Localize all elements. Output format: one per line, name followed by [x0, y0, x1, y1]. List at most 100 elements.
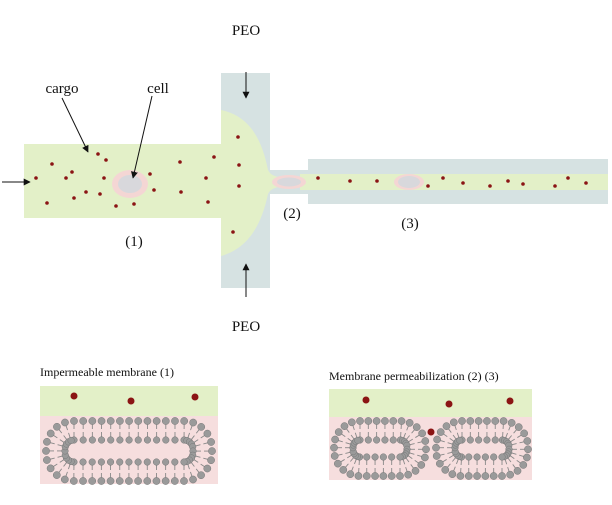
impermeable-membrane-panel: Impermeable membrane (1): [40, 365, 218, 485]
lipid-head: [197, 423, 206, 431]
lipid-head: [180, 417, 189, 425]
lipid-head: [106, 417, 115, 425]
lipid-head: [67, 436, 75, 445]
peo-top-label: PEO: [232, 23, 261, 39]
lipid-head: [523, 437, 532, 445]
region-3-label: (3): [401, 216, 419, 232]
lipid-head: [107, 458, 115, 466]
left-panel-title: Impermeable membrane (1): [40, 365, 174, 379]
lipid-head: [171, 436, 179, 444]
lipid-head: [507, 419, 516, 427]
lipid-head: [208, 447, 216, 455]
lipid-head: [180, 458, 188, 466]
lipid-head: [334, 459, 342, 468]
lipid-head: [116, 417, 124, 425]
lipid-head: [69, 477, 78, 485]
lipid-head: [97, 477, 106, 485]
lipid-head: [387, 472, 396, 480]
cell-at-constriction: [272, 175, 306, 189]
lipid-head: [207, 438, 215, 446]
lipid-head: [417, 461, 426, 469]
lipid-head: [363, 453, 371, 461]
lipid-head: [379, 472, 388, 480]
lipid-head: [523, 453, 531, 462]
lipid-head: [389, 436, 397, 444]
lipid-head: [381, 417, 389, 425]
lipid-head: [79, 458, 87, 466]
lipid-head: [371, 453, 379, 461]
lipid-head: [116, 458, 124, 466]
lipid-head: [115, 477, 124, 485]
lipid-head: [421, 437, 430, 445]
lipid-head: [418, 429, 426, 438]
lipid-head: [88, 417, 97, 425]
lipid-head: [491, 417, 500, 425]
lipid-head: [442, 422, 451, 430]
lipid-head: [432, 452, 441, 460]
lipid-head: [524, 445, 532, 454]
lipid-head: [456, 436, 464, 444]
lipid-head: [143, 477, 152, 485]
lipid-head: [421, 453, 429, 462]
lipid-head: [433, 435, 441, 444]
lipid-head: [161, 477, 170, 485]
lipid-bilayer-left-half: [330, 417, 430, 480]
lipid-head: [203, 429, 212, 438]
lipid-head: [152, 477, 161, 485]
lipid-head: [152, 458, 161, 466]
lipid-head: [347, 418, 356, 427]
lipid-head: [189, 475, 197, 484]
lipid-bilayer: [42, 417, 216, 485]
lipid-head: [88, 477, 97, 485]
lipid-head: [60, 475, 69, 484]
lipid-head: [373, 436, 381, 444]
lipid-head: [473, 472, 481, 480]
lipid-head: [334, 428, 343, 436]
lipid-head: [464, 472, 473, 480]
lipid-head: [171, 458, 179, 466]
lipid-head: [79, 477, 87, 485]
right-cargo: [362, 396, 514, 436]
lipid-head: [180, 477, 188, 485]
lipid-head: [143, 458, 151, 466]
lipid-head: [405, 419, 414, 427]
lipid-head: [372, 417, 381, 425]
lipid-head: [448, 470, 457, 478]
lipid-head: [436, 459, 444, 468]
lipid-head: [396, 453, 404, 461]
lipid-head: [506, 470, 515, 479]
lipid-head: [97, 436, 106, 444]
lipid-head: [43, 456, 51, 464]
lipid-head: [53, 422, 61, 431]
lipid-head: [162, 458, 170, 466]
lipid-head: [465, 453, 473, 461]
lipid-head: [170, 477, 179, 485]
lipid-head: [388, 453, 396, 461]
lipid-head: [153, 436, 161, 444]
lipid-head: [43, 437, 51, 446]
lipid-head: [466, 436, 474, 444]
lipid-head: [162, 436, 170, 444]
lipid-head: [466, 417, 475, 425]
lipid-head: [483, 417, 491, 425]
lipid-head: [97, 458, 105, 466]
lipid-head: [481, 472, 490, 480]
cell-in-inlet: [112, 170, 148, 198]
cargo-stream: [24, 110, 308, 256]
channel-diagram: PEO PEO cargo cell (1) (2) (3): [2, 23, 608, 335]
cell-pointer: [131, 95, 153, 179]
lipid-head: [483, 436, 491, 444]
lipid-head: [389, 417, 398, 425]
lipid-head: [331, 435, 339, 444]
lipid-head: [125, 458, 133, 466]
lipid-head: [354, 436, 362, 444]
lipid-head: [489, 472, 498, 480]
lipid-head: [474, 417, 483, 425]
lipid-head: [52, 471, 61, 479]
lipid-head: [481, 453, 489, 461]
lipid-head: [125, 417, 133, 425]
cargo-pointer: [61, 97, 89, 153]
region-1-label: (1): [125, 234, 143, 250]
lipid-head: [197, 471, 205, 480]
